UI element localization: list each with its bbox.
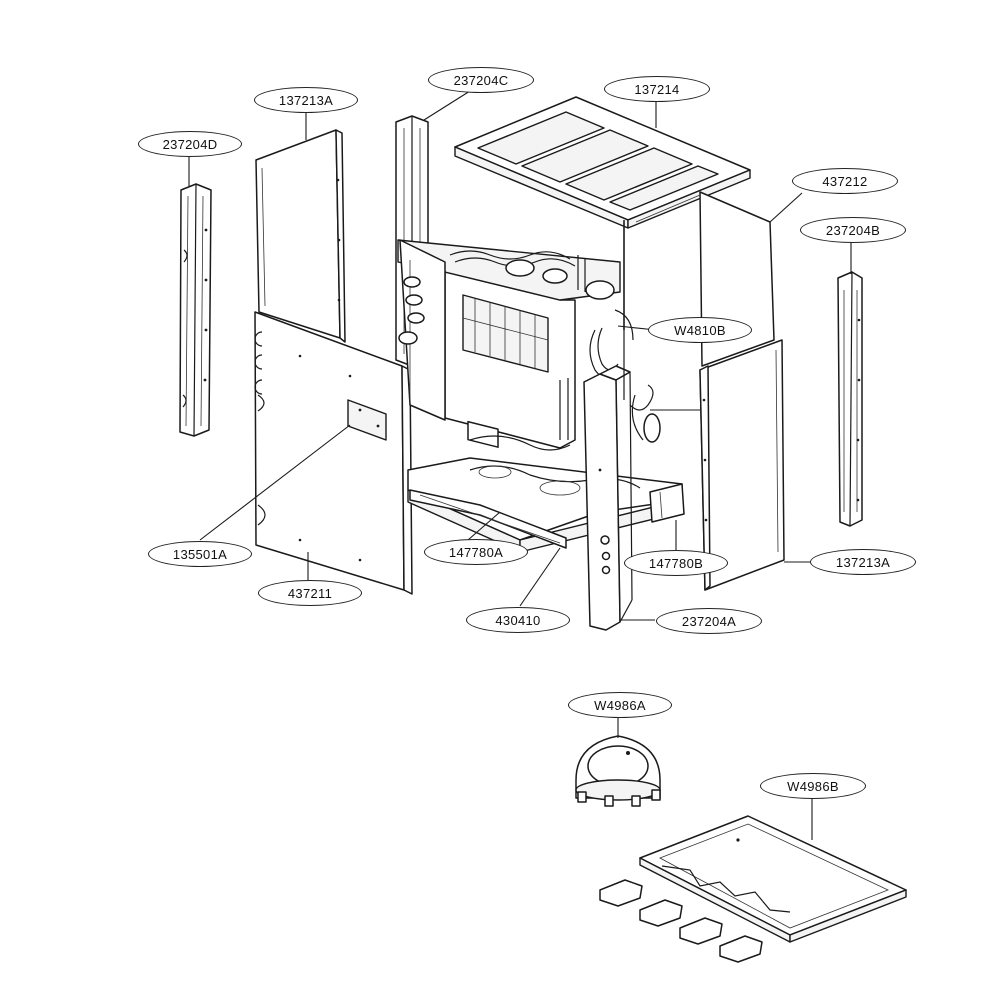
part-137214-top-panel[interactable] [454, 96, 751, 229]
part-137213A-upper-left-panel[interactable] [255, 129, 346, 343]
callout-237204D[interactable]: 237204D [138, 131, 242, 157]
callout-135501A[interactable]: 135501A [148, 541, 252, 567]
callout-237204B[interactable]: 237204B [800, 217, 906, 243]
part-237204D-corner-post[interactable] [179, 183, 212, 437]
part-W4986B-base-cover[interactable] [599, 815, 907, 963]
callout-237204C[interactable]: 237204C [428, 67, 534, 93]
callout-137214[interactable]: 137214 [604, 76, 710, 102]
callout-W4986B[interactable]: W4986B [760, 773, 866, 799]
callout-W4810B[interactable]: W4810B [648, 317, 752, 343]
callout-147780A[interactable]: 147780A [424, 539, 528, 565]
part-137213A-lower-right-panel[interactable] [699, 339, 785, 591]
callout-137213A-right[interactable]: 137213A [810, 549, 916, 575]
inner-unit-assembly [397, 239, 685, 553]
callout-137213A-upper[interactable]: 137213A [254, 87, 358, 113]
part-437211-front-panel[interactable] [254, 311, 413, 595]
callout-147780B[interactable]: 147780B [624, 550, 728, 576]
part-W4986A-fan-cap[interactable] [575, 735, 661, 807]
part-237204B-corner-post[interactable] [837, 271, 863, 527]
callout-437212[interactable]: 437212 [792, 168, 898, 194]
callout-430410[interactable]: 430410 [466, 607, 570, 633]
callout-W4986A[interactable]: W4986A [568, 692, 672, 718]
callout-237204A[interactable]: 237204A [656, 608, 762, 634]
callout-437211[interactable]: 437211 [258, 580, 362, 606]
leader-lines [188, 90, 852, 840]
